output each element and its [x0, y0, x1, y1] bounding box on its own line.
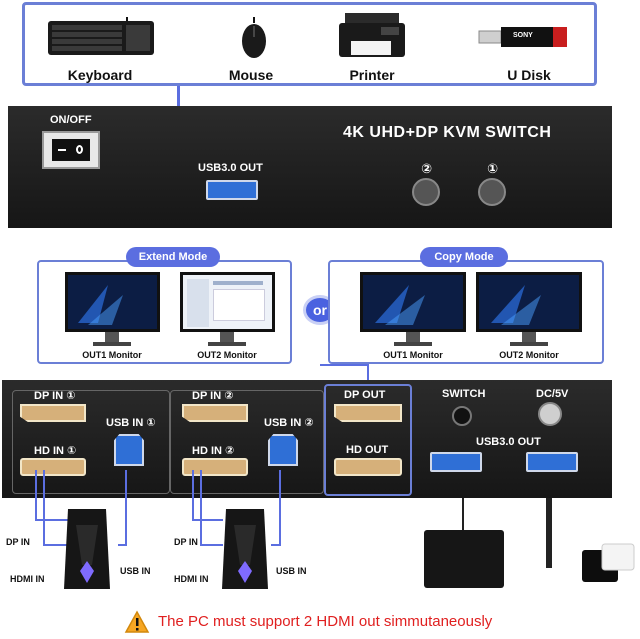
power-switch[interactable]	[42, 131, 100, 169]
usb3-out-port[interactable]	[206, 180, 258, 200]
extend-monitor-1-label: OUT1 Monitor	[82, 350, 142, 360]
dp-out-port[interactable]	[334, 404, 402, 422]
pc1-cables	[28, 470, 128, 580]
wired-switch-remote	[424, 530, 504, 588]
switch-label: SWITCH	[442, 388, 486, 400]
pc1-hdmi-cable-label: HDMI IN	[10, 574, 45, 584]
usb-drive-brand: SONY	[513, 32, 533, 39]
pc2-dp-cable-label: DP IN	[174, 537, 198, 547]
extend-mode-panel: OUT1 Monitor OUT2 Monitor	[37, 260, 292, 364]
pc1-hd-label: HD IN ①	[34, 445, 77, 457]
usb-drive-icon	[477, 23, 569, 51]
pc2-usb-label: USB IN ②	[264, 417, 314, 429]
pc1-tower-icon	[62, 505, 112, 593]
switch-jack[interactable]	[452, 406, 472, 426]
pc2-hdmi-port[interactable]	[182, 458, 248, 476]
kvm-front-panel: ON/OFF 4K UHD+DP KVM SWITCH USB3.0 OUT ②…	[8, 106, 612, 228]
usb-out-label: USB3.0 OUT	[198, 162, 263, 174]
pc1-dp-cable-label: DP IN	[6, 537, 30, 547]
keyboard-icon	[47, 17, 155, 59]
pc2-hdmi-cable-label: HDMI IN	[174, 574, 209, 584]
pc1-dp-label: DP IN ①	[34, 390, 76, 402]
kvm-rear-panel: DP IN ① HD IN ① USB IN ① DP IN ② HD IN ②…	[2, 380, 612, 498]
pc2-hd-label: HD IN ②	[192, 445, 235, 457]
pc1-usb-b-port[interactable]	[114, 434, 144, 466]
rear-usb3-out-port-1[interactable]	[430, 452, 482, 472]
pc2-tower-icon	[220, 505, 270, 593]
pc2-usb-cable-label: USB IN	[276, 566, 307, 576]
pc2-dp-port[interactable]	[182, 404, 248, 422]
output-port-group	[324, 384, 412, 496]
power-adapter-icon	[580, 542, 636, 584]
power-rocker	[52, 139, 90, 161]
power-label: ON/OFF	[50, 114, 92, 126]
pc2-select-button[interactable]	[412, 178, 440, 206]
pc2-port-group	[170, 390, 324, 494]
copy-monitor-1-label: OUT1 Monitor	[383, 350, 443, 360]
copy-monitor-2-label: OUT2 Monitor	[499, 350, 559, 360]
copy-mode-badge: Copy Mode	[420, 247, 508, 267]
button-2-label: ②	[421, 161, 433, 176]
extend-monitor-1	[65, 272, 160, 332]
device-label-keyboard: Keyboard	[67, 67, 133, 83]
rear-usb3-out-port-2[interactable]	[526, 452, 578, 472]
copy-monitor-2	[476, 272, 582, 332]
output-link-line-h	[320, 364, 368, 366]
hd-out-label: HD OUT	[346, 444, 389, 456]
mouse-icon	[240, 17, 268, 59]
hdmi-out-port[interactable]	[334, 458, 402, 476]
dc-jack[interactable]	[538, 402, 562, 426]
rear-usb3-out-label: USB3.0 OUT	[476, 436, 541, 448]
dp-out-label: DP OUT	[344, 389, 386, 401]
pc1-usb-label: USB IN ①	[106, 417, 156, 429]
device-label-mouse: Mouse	[228, 67, 274, 83]
extend-monitor-2	[180, 272, 275, 332]
pc2-dp-label: DP IN ②	[192, 390, 234, 402]
notice-text: The PC must support 2 HDMI out simmutane…	[158, 613, 493, 630]
device-label-printer: Printer	[349, 67, 395, 83]
pc1-select-button[interactable]	[478, 178, 506, 206]
product-title: 4K UHD+DP KVM SWITCH	[343, 124, 552, 141]
pc1-port-group	[12, 390, 170, 494]
button-1-label: ①	[487, 161, 499, 176]
pc2-usb-b-port[interactable]	[268, 434, 298, 466]
dc-label: DC/5V	[536, 388, 569, 400]
extend-monitor-2-label: OUT2 Monitor	[197, 350, 257, 360]
warning-icon	[124, 610, 150, 634]
device-label-udisk: U Disk	[507, 67, 551, 83]
output-link-line	[367, 364, 369, 384]
copy-monitor-1	[360, 272, 466, 332]
extend-mode-badge: Extend Mode	[126, 247, 220, 267]
pc2-cables	[185, 470, 295, 580]
printer-icon	[337, 11, 407, 63]
pc1-dp-port[interactable]	[20, 404, 86, 422]
copy-mode-panel: OUT1 Monitor OUT2 Monitor	[328, 260, 604, 364]
pc1-usb-cable-label: USB IN	[120, 566, 151, 576]
peripheral-devices-panel: Keyboard Mouse Printer SONY U Disk	[22, 2, 597, 86]
